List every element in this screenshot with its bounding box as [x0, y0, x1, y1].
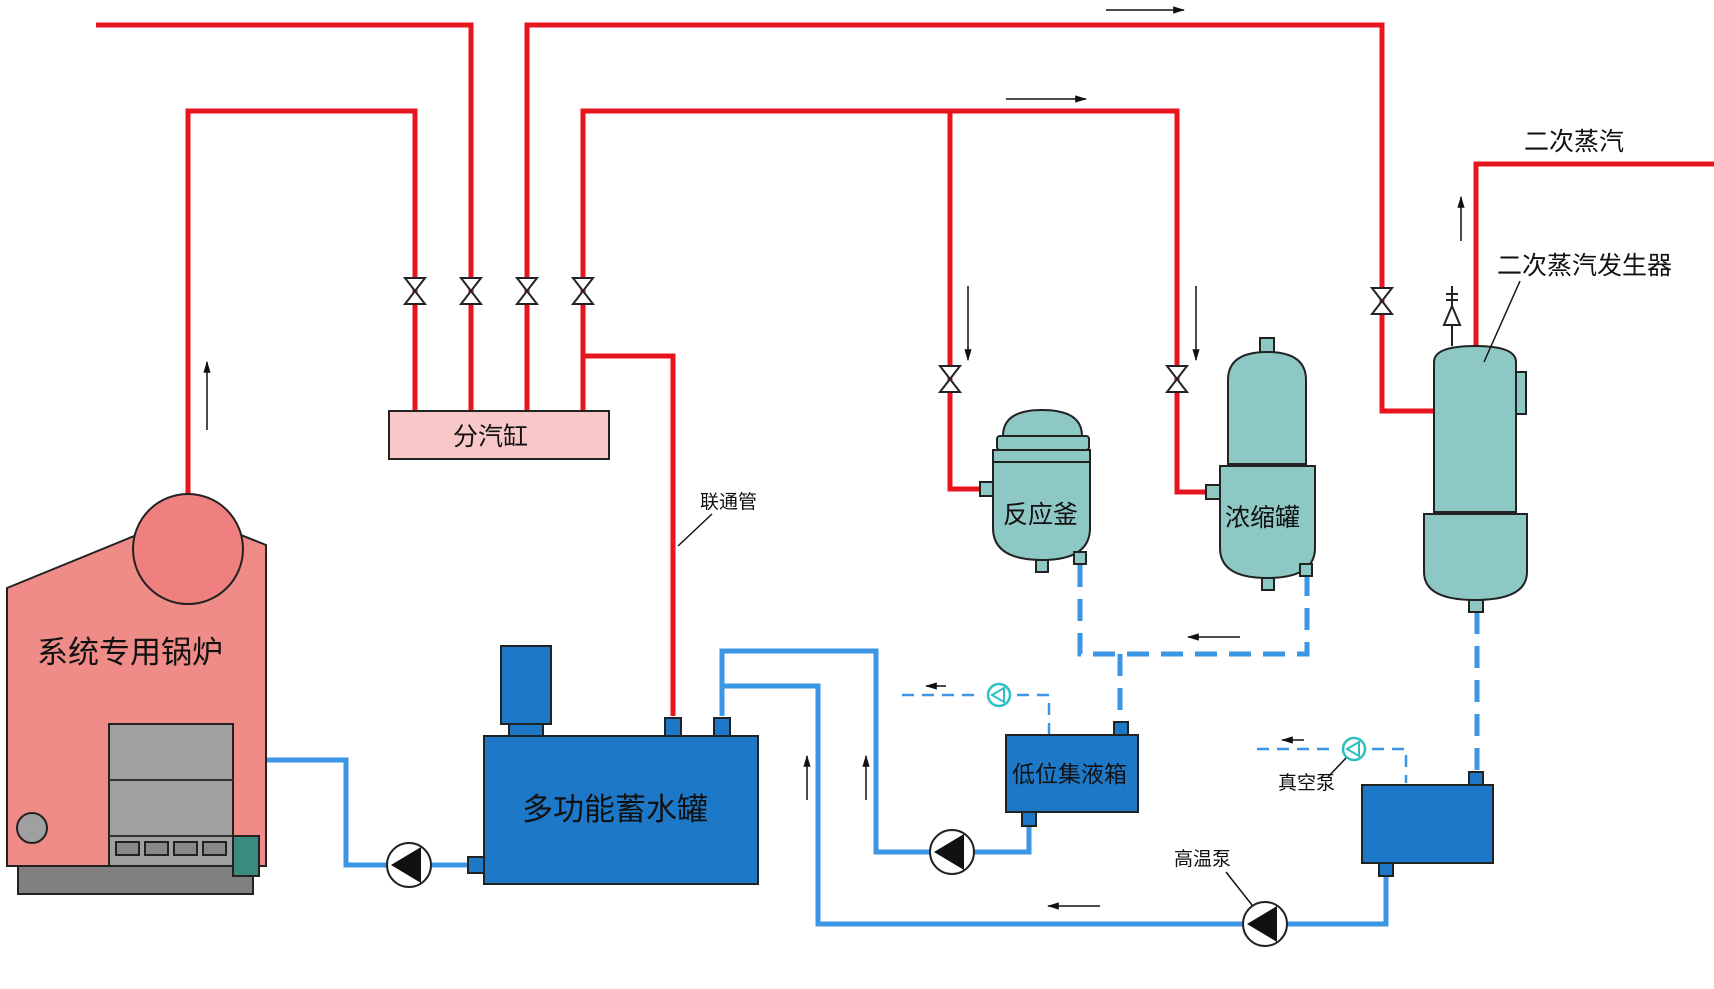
- header-outlet-pipe-3: [580, 108, 1210, 495]
- valves: [402, 277, 1395, 393]
- burner-slot: [173, 841, 198, 856]
- boiler-feed-pipe: [266, 757, 387, 868]
- vacuum-line-generator-b: [1372, 747, 1408, 783]
- vacuum-pump-leader: [1327, 757, 1347, 778]
- reactor-flange: [996, 435, 1090, 451]
- generator-label: 二次蒸汽发生器: [1497, 251, 1672, 280]
- boiler-drum: [132, 493, 244, 605]
- pump-impeller: [1247, 906, 1277, 942]
- concentrator-drain-nozzle: [1299, 563, 1313, 577]
- drain-tank-top-nozzle: [1468, 771, 1484, 786]
- header-outlet-pipe-2: [524, 22, 1433, 415]
- connecting-pipe-leader: [677, 513, 713, 547]
- drain-tank-body: [1361, 784, 1494, 864]
- tank-return-pipe-b: [719, 683, 1242, 927]
- pump-impeller: [934, 834, 964, 870]
- boiler-side-box: [232, 835, 260, 877]
- collection-tank-body: [1005, 734, 1139, 813]
- boiler-gauge: [16, 812, 48, 844]
- boiler-base: [17, 865, 254, 895]
- generator-leader: [1483, 280, 1521, 363]
- reactor-inlet: [979, 481, 994, 497]
- collection-tank-bottom-nozzle: [1021, 811, 1037, 827]
- concentrator-bottom-nozzle: [1261, 577, 1275, 591]
- tank-return-pipe-a: [719, 648, 930, 855]
- boiler-burner-slots: [115, 841, 227, 856]
- burner-slot: [144, 841, 169, 856]
- secondary-steam-pipe: [1473, 161, 1714, 350]
- reactor-branch-pipe: [947, 111, 986, 492]
- burner-slot: [202, 841, 227, 856]
- water-tank-label: 多功能蓄水罐: [522, 792, 708, 828]
- high-temp-pump-label: 高温泵: [1174, 848, 1231, 870]
- generator-side-port: [1515, 371, 1527, 415]
- secondary-steam-label: 二次蒸汽: [1524, 127, 1624, 156]
- gate-valve-icon[interactable]: [514, 277, 540, 305]
- vacuum-line-collection-b: [1017, 693, 1051, 735]
- gate-valve-icon[interactable]: [1164, 365, 1190, 393]
- gate-valve-icon[interactable]: [402, 277, 428, 305]
- generator-upper-shell: [1433, 344, 1517, 513]
- gate-valve-icon[interactable]: [570, 277, 596, 305]
- high-temp-pump-leader: [1225, 871, 1253, 906]
- reactor-bottom-nozzle: [1035, 559, 1049, 573]
- steam-header-label: 分汽缸: [453, 422, 528, 451]
- pumps: 真空泵 高温泵: [386, 682, 1367, 947]
- water-tank-nozzle-2: [713, 717, 731, 737]
- reactor-label: 反应釜: [1003, 500, 1078, 529]
- high-temp-pump-outlet-pipe: [1288, 876, 1389, 927]
- collection-pump-outlet-pipe: [974, 820, 1032, 855]
- concentrator-dome: [1227, 350, 1307, 465]
- connecting-pipe-label: 联通管: [700, 491, 757, 513]
- water-tank-body: [483, 735, 759, 885]
- reactor-band: [992, 449, 1091, 463]
- safety-valve-icon: [1442, 303, 1462, 326]
- reactor-lid: [1001, 408, 1084, 437]
- boiler-supply-pipe: [185, 108, 418, 495]
- steam-header-body: [388, 410, 610, 460]
- gate-valve-icon[interactable]: [937, 365, 963, 393]
- concentrator-inlet: [1205, 484, 1221, 500]
- water-tank: 多功能蓄水罐: [467, 645, 759, 885]
- dashed-condensate-pipe: [1077, 565, 1310, 657]
- generator-drain-tank: [1361, 771, 1494, 877]
- connecting-pipe: [583, 353, 676, 716]
- collection-tank: 低位集液箱: [1005, 721, 1139, 827]
- secondary-steam-generator: 二次蒸汽发生器 二次蒸汽: [1423, 127, 1672, 613]
- flow-arrows: [203, 6, 1465, 910]
- reactor: 反应釜: [979, 408, 1091, 573]
- water-pipes: [266, 565, 1480, 927]
- high-temp-pump[interactable]: [1242, 901, 1288, 947]
- reactor-drain-nozzle: [1073, 551, 1087, 565]
- collection-tank-label: 低位集液箱: [1012, 762, 1127, 788]
- gate-valve-icon[interactable]: [1369, 287, 1395, 315]
- boiler-label: 系统专用锅炉: [37, 635, 223, 671]
- vacuum-pump-generator[interactable]: [1341, 736, 1367, 762]
- water-tank-motor-base: [508, 723, 544, 737]
- boiler-feed-pump[interactable]: [386, 842, 432, 888]
- water-tank-nozzle-1: [664, 717, 682, 737]
- drain-tank-bottom-nozzle: [1378, 862, 1394, 877]
- generator-bottom-nozzle: [1468, 599, 1484, 613]
- pump-impeller: [391, 847, 421, 883]
- concentrator: 浓缩罐: [1205, 337, 1316, 591]
- vacuum-pump-label: 真空泵: [1278, 772, 1335, 794]
- burner-slot: [115, 841, 140, 856]
- vacuum-pump-arrow: [1345, 740, 1360, 758]
- concentrator-label: 浓缩罐: [1225, 503, 1300, 532]
- generator-lower-shell: [1423, 513, 1528, 602]
- steam-header: 分汽缸: [388, 410, 610, 460]
- water-tank-nozzle-3: [467, 856, 485, 874]
- collection-tank-top-nozzle: [1113, 721, 1129, 736]
- water-tank-motor: [500, 645, 552, 725]
- gate-valve-icon[interactable]: [458, 277, 484, 305]
- boiler: 系统专用锅炉: [6, 493, 267, 895]
- vacuum-pump-collection[interactable]: [986, 682, 1012, 708]
- vacuum-pump-arrow: [990, 686, 1005, 704]
- steam-pipes: [96, 22, 1714, 716]
- collection-pump[interactable]: [929, 829, 975, 875]
- vacuum-lines: [902, 693, 1408, 783]
